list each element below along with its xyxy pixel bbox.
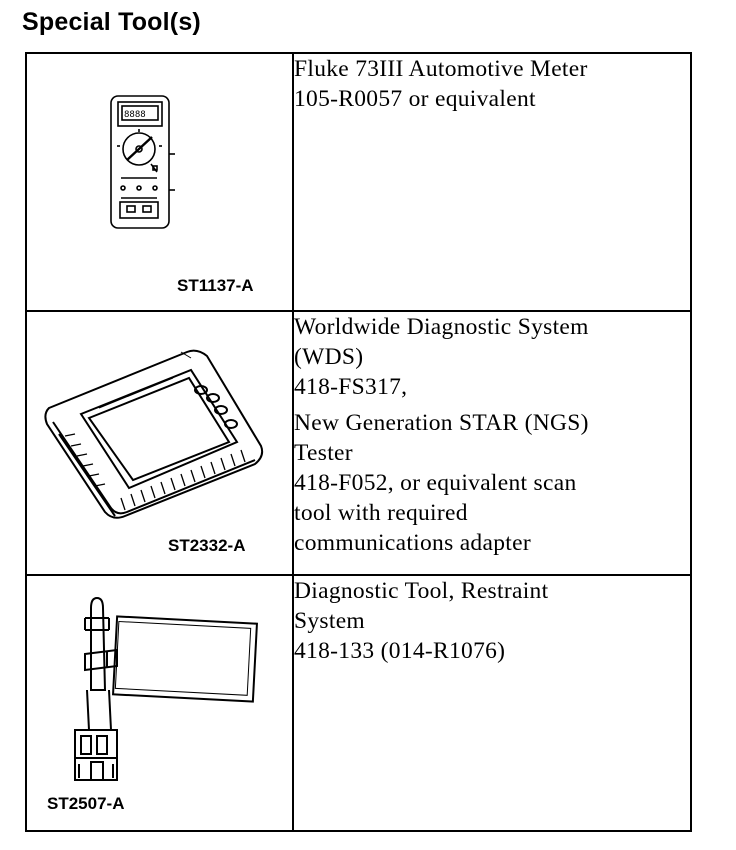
description-line: Worldwide Diagnostic System xyxy=(294,314,589,340)
tool-description: Diagnostic Tool, Restraint System 418-13… xyxy=(294,576,690,666)
tool-code: ST2332-A xyxy=(168,536,246,555)
tool-code: ST1137-A xyxy=(177,276,254,295)
description-line: Tester xyxy=(294,440,353,466)
diagnostic-tester-illustration xyxy=(44,349,264,519)
tool-illustration-cell: ST2507-A xyxy=(25,574,294,832)
description-line: 418-133 (014-R1076) xyxy=(294,638,506,664)
tool-description-cell: Fluke 73III Automotive Meter 105-R0057 o… xyxy=(292,52,692,312)
description-line: 418-F052, or equivalent scan xyxy=(294,470,577,496)
tool-description: New Generation STAR (NGS) Tester 418-F05… xyxy=(294,408,690,558)
tool-row: ST2507-A Diagnostic Tool, Restraint Syst… xyxy=(25,574,692,832)
description-line: Fluke 73III Automotive Meter xyxy=(294,56,588,82)
description-line: communications adapter xyxy=(294,530,531,556)
multimeter-illustration: 8888 xyxy=(110,95,175,229)
tool-code: ST2507-A xyxy=(47,794,125,813)
special-tools-table: 8888 xyxy=(25,52,692,832)
description-line: System xyxy=(294,608,366,634)
description-line: New Generation STAR (NGS) xyxy=(294,410,589,436)
tool-description-cell: Worldwide Diagnostic System (WDS) 418-FS… xyxy=(292,310,692,576)
description-line: 105-R0057 or equivalent xyxy=(294,86,536,112)
tool-row: 8888 xyxy=(25,52,692,312)
description-line: Diagnostic Tool, Restraint xyxy=(294,578,549,604)
description-line: (WDS) xyxy=(294,344,364,370)
tool-description: Fluke 73III Automotive Meter 105-R0057 o… xyxy=(294,54,690,114)
tool-illustration-cell: 8888 xyxy=(25,52,294,312)
restraint-diagnostic-tool-illustration xyxy=(74,596,258,781)
section-heading: Special Tool(s) xyxy=(22,8,201,36)
description-line: 418-FS317, xyxy=(294,374,408,400)
description-line: tool with required xyxy=(294,500,468,526)
tool-illustration-cell: ST2332-A xyxy=(25,310,294,576)
tool-description-cell: Diagnostic Tool, Restraint System 418-13… xyxy=(292,574,692,832)
tool-description: Worldwide Diagnostic System (WDS) 418-FS… xyxy=(294,312,690,402)
svg-text:8888: 8888 xyxy=(124,110,146,120)
tool-row: ST2332-A Worldwide Diagnostic System (WD… xyxy=(25,310,692,576)
